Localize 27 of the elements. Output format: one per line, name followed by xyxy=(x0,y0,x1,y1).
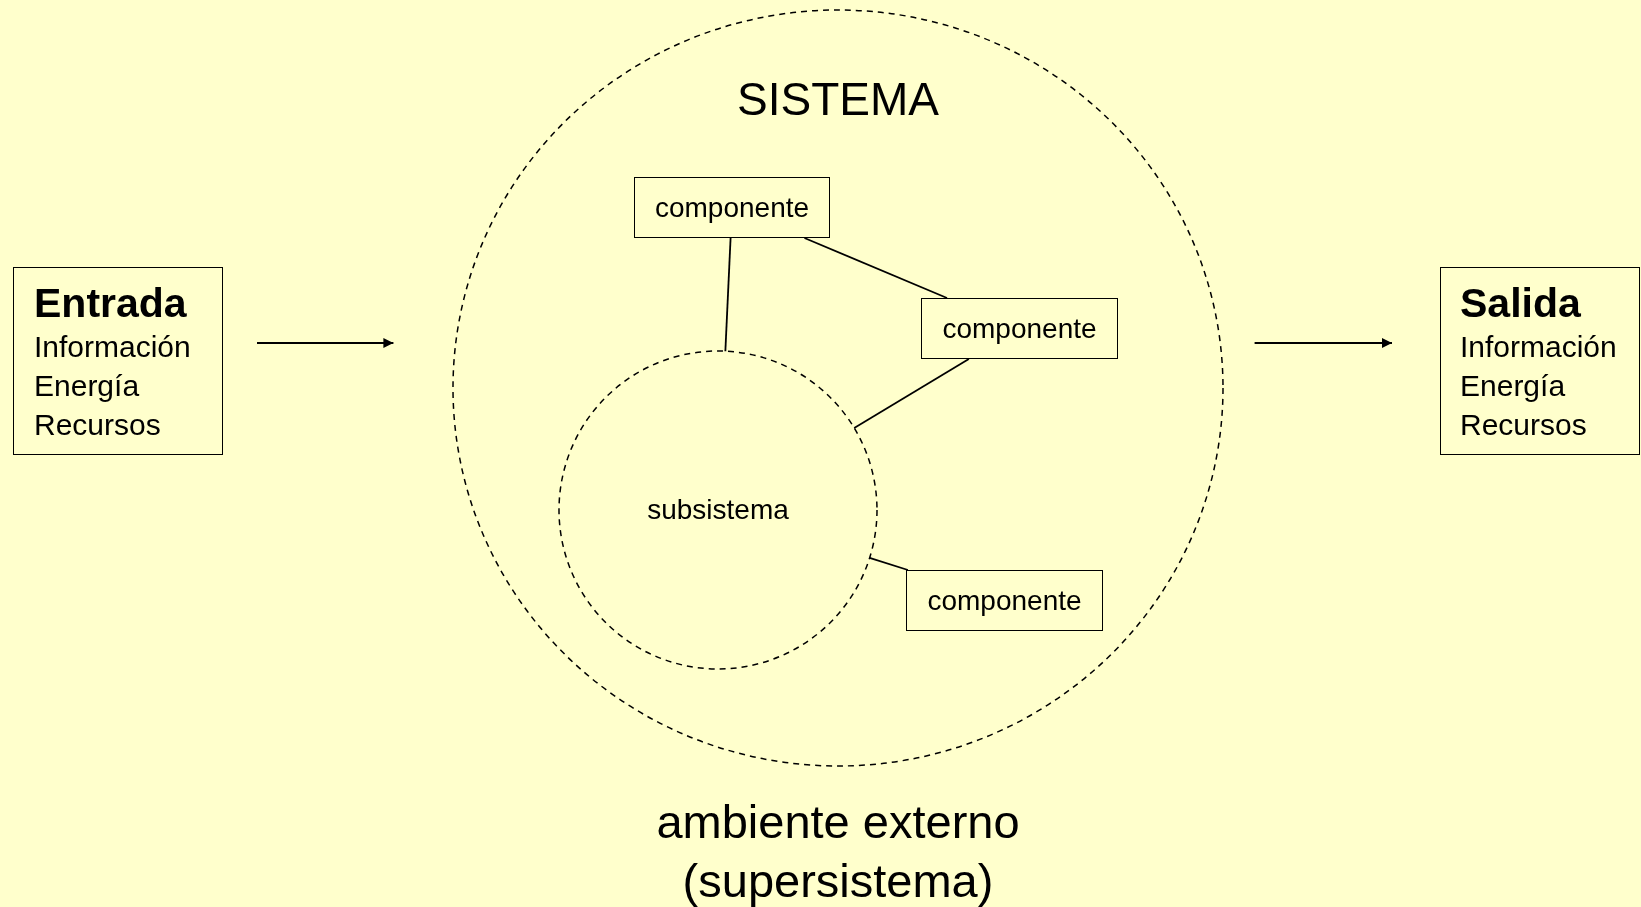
connector-line xyxy=(853,358,970,429)
box-heading: Salida xyxy=(1460,280,1581,326)
connector-line xyxy=(868,557,909,571)
component-box xyxy=(921,298,1118,359)
box-text: Recursos xyxy=(1460,407,1587,443)
caption-text: ambiente externo (supersistema) xyxy=(655,794,1021,907)
box-text: Energía xyxy=(34,368,140,404)
box-text: Información xyxy=(1460,329,1617,365)
box-text: Información xyxy=(34,329,191,365)
connector-line xyxy=(724,237,732,353)
component-box xyxy=(634,177,830,238)
component-label: componente xyxy=(654,191,810,224)
box-heading: Entrada xyxy=(34,280,187,326)
subsystem-circle xyxy=(559,351,877,669)
system-circle xyxy=(453,10,1223,766)
arrow xyxy=(1253,338,1393,348)
component-label: componente xyxy=(942,312,1097,345)
box-text: Recursos xyxy=(34,407,161,443)
component-box xyxy=(906,570,1103,631)
arrow xyxy=(256,338,395,348)
component-label: componente xyxy=(927,584,1082,617)
box-text: Energía xyxy=(1460,368,1566,404)
connector-line xyxy=(803,237,948,299)
circle-label: subsistema xyxy=(647,494,789,526)
input-box xyxy=(13,267,223,455)
output-box xyxy=(1440,267,1640,455)
circle-label: SISTEMA xyxy=(737,72,939,126)
